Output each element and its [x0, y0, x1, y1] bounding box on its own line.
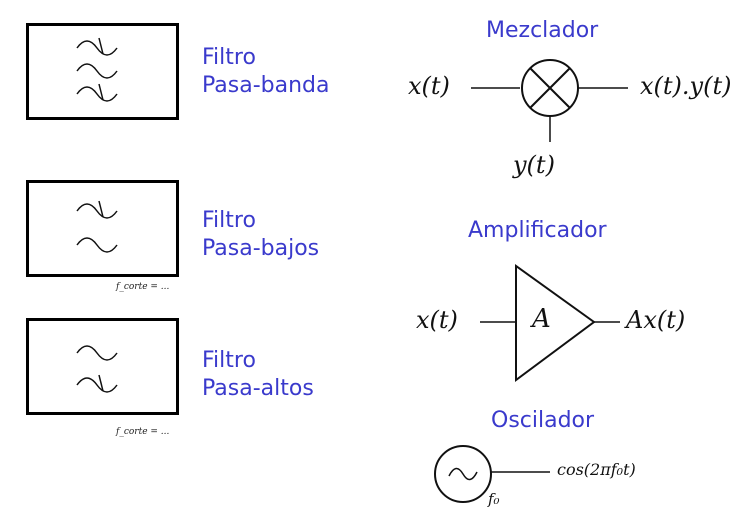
mixer-output: x(t).y(t): [640, 72, 732, 100]
bandpass-filter-symbol: [76, 37, 118, 102]
oscillator-title: Oscilador: [491, 408, 595, 433]
oscillator-output: cos(2πf₀t): [557, 460, 636, 479]
amplifier-input: x(t): [416, 306, 458, 334]
highpass-cutoff-label: f_corte = ...: [116, 427, 170, 437]
amplifier-symbol: [515, 264, 596, 382]
amplifier-gain: A: [532, 304, 551, 334]
highpass-filter-symbol: [76, 345, 118, 393]
lowpass-filter-box: [26, 180, 179, 277]
amplifier-title: Amplificador: [468, 218, 607, 243]
mixer-input-x: x(t): [408, 72, 450, 100]
bandpass-filter-box: [26, 23, 179, 120]
amplifier-output: Ax(t): [626, 306, 686, 334]
highpass-filter-box: [26, 318, 179, 415]
lowpass-cutoff-label: f_corte = ...: [116, 282, 170, 292]
oscillator-frequency: f₀: [488, 490, 500, 508]
oscillator-symbol: [434, 445, 492, 503]
mixer-title: Mezclador: [486, 18, 599, 43]
lowpass-filter-symbol: [76, 200, 118, 253]
mixer-input-y: y(t): [513, 151, 555, 179]
